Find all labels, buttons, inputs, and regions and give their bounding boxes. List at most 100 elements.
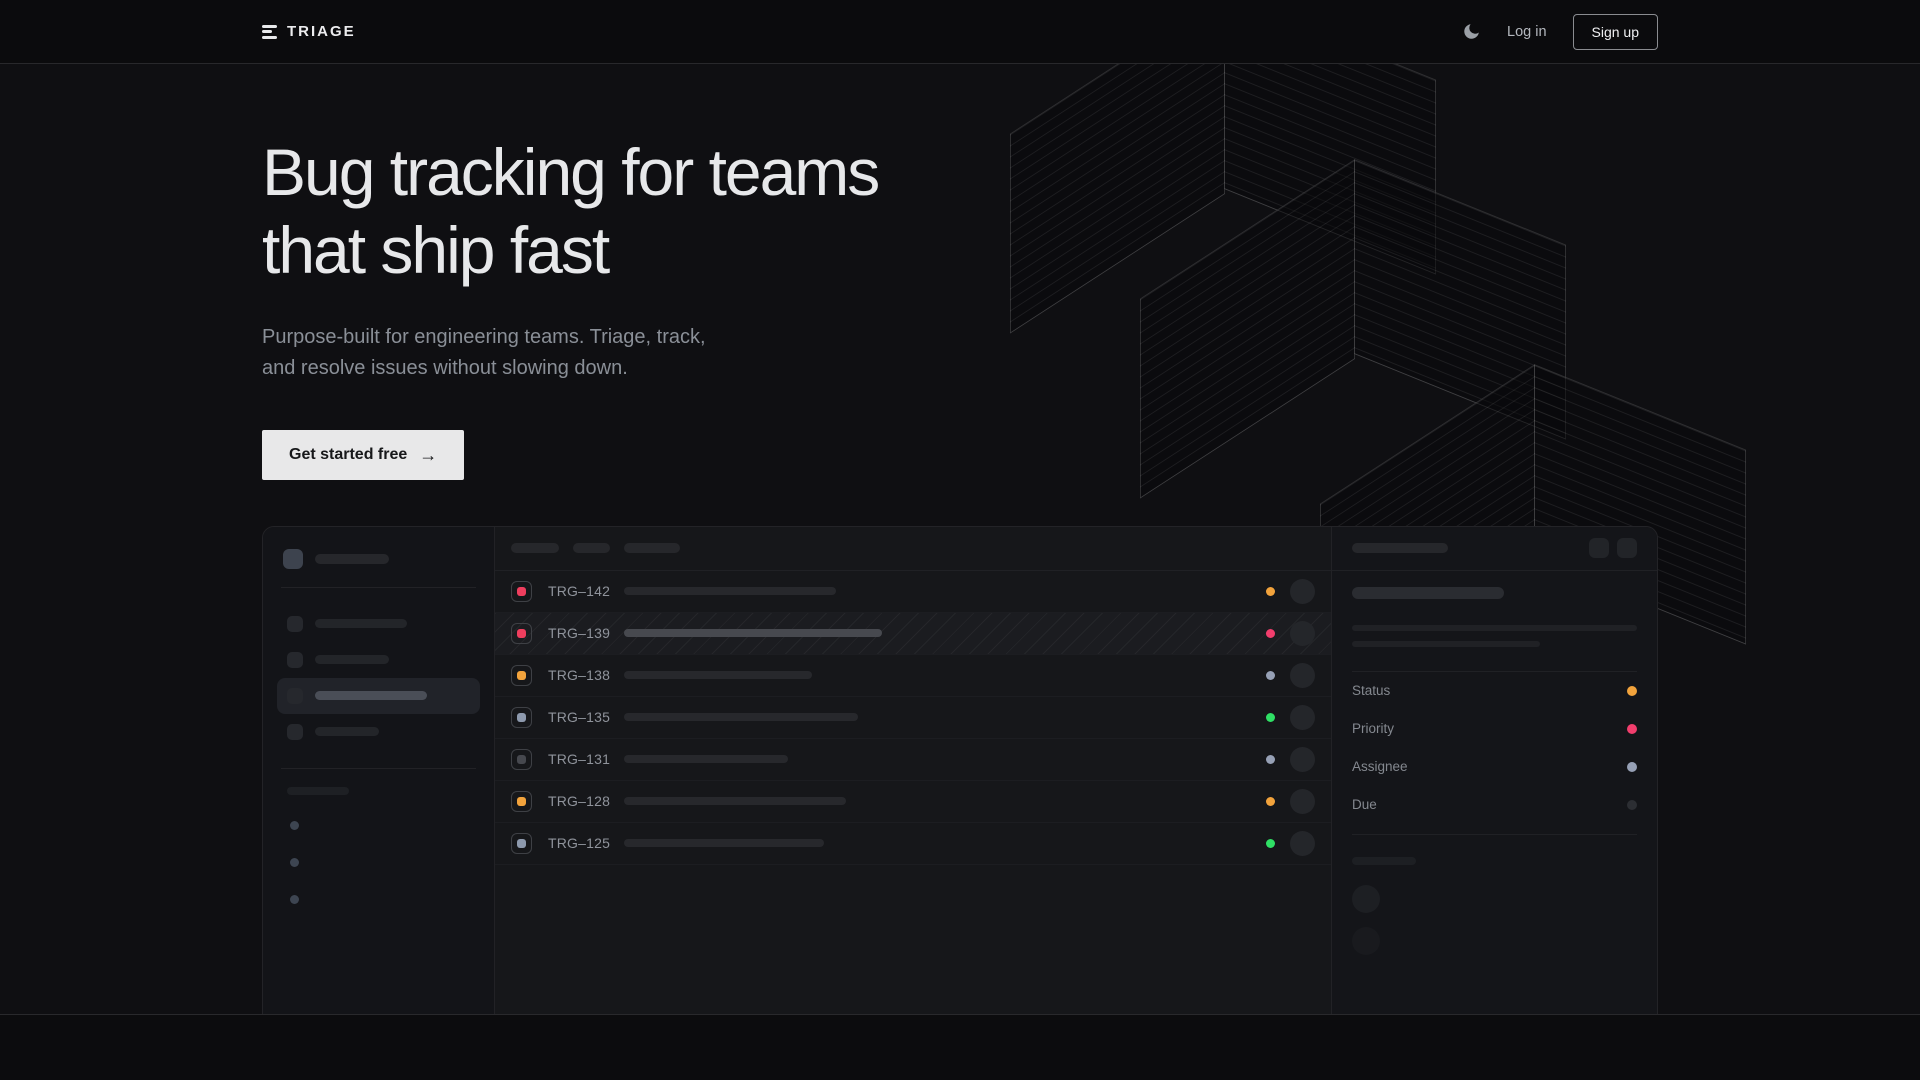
issue-id: TRG–131 bbox=[548, 751, 611, 768]
filter-pill-skeleton bbox=[573, 543, 610, 554]
issue-row-meta bbox=[1266, 620, 1315, 646]
workspace-switcher-skeleton bbox=[277, 548, 480, 569]
issue-type-icon bbox=[511, 664, 532, 686]
issue-type-icon bbox=[511, 622, 532, 644]
assignee-avatar bbox=[1290, 746, 1315, 772]
nav-label-skeleton bbox=[315, 691, 427, 701]
arrow-right-icon: → bbox=[419, 444, 438, 465]
section-label-skeleton bbox=[287, 786, 349, 795]
nav-icon-placeholder bbox=[287, 687, 303, 704]
issue-title-skeleton bbox=[624, 587, 836, 596]
detail-field-row: Priority bbox=[1352, 710, 1637, 748]
nav-icon-placeholder bbox=[287, 723, 303, 740]
issue-title-skeleton bbox=[624, 755, 788, 764]
detail-panel-header bbox=[1332, 527, 1657, 571]
issue-type-icon bbox=[511, 748, 532, 770]
page-footer bbox=[0, 1014, 1920, 1080]
issue-type-icon bbox=[511, 706, 532, 728]
divider bbox=[1352, 670, 1637, 672]
assignee-avatar bbox=[1290, 788, 1315, 814]
divider bbox=[281, 767, 476, 769]
nav-label-skeleton bbox=[315, 619, 407, 629]
activity-label-skeleton bbox=[1352, 856, 1416, 865]
field-value-dot bbox=[1627, 761, 1637, 772]
field-value-dot bbox=[1627, 799, 1637, 810]
sidebar-dot bbox=[290, 820, 299, 830]
sidebar-nav-item bbox=[277, 642, 480, 678]
divider bbox=[1352, 833, 1637, 835]
issue-row: TRG–125 bbox=[495, 823, 1331, 865]
brand-logo[interactable]: TRIAGE bbox=[262, 23, 356, 40]
issue-title-skeleton bbox=[624, 797, 846, 806]
get-started-button[interactable]: Get started free → bbox=[262, 429, 465, 480]
nav-actions: Log in Sign up bbox=[1462, 13, 1658, 50]
activity-avatar-skeleton bbox=[1352, 926, 1380, 955]
field-label: Assignee bbox=[1352, 759, 1408, 775]
detail-fields: Status Priority Assignee Due bbox=[1352, 672, 1637, 824]
detail-panel-body: Status Priority Assignee Due bbox=[1332, 571, 1657, 955]
detail-field-row: Assignee bbox=[1352, 748, 1637, 786]
issue-title-skeleton bbox=[624, 629, 882, 638]
status-dot bbox=[1266, 712, 1275, 722]
issue-title-skeleton bbox=[624, 713, 858, 722]
issue-row-meta bbox=[1266, 788, 1315, 814]
hero-title: Bug tracking for teams that ship fast bbox=[262, 64, 1658, 290]
login-link[interactable]: Log in bbox=[1507, 23, 1547, 40]
description-line-skeleton bbox=[1352, 624, 1637, 631]
issue-list: TRG–142 TRG–139 TRG–138 TRG–135 bbox=[495, 526, 1331, 1014]
issue-id: TRG–125 bbox=[548, 835, 611, 852]
issue-row: TRG–128 bbox=[495, 781, 1331, 823]
issue-rows: TRG–142 TRG–139 TRG–138 TRG–135 bbox=[495, 571, 1331, 865]
filter-pill-skeleton bbox=[511, 543, 559, 554]
hero-title-line2: that ship fast bbox=[262, 212, 610, 287]
panel-action-icon bbox=[1589, 538, 1609, 559]
get-started-label: Get started free bbox=[289, 445, 408, 463]
signup-button[interactable]: Sign up bbox=[1572, 13, 1658, 50]
issue-row: TRG–135 bbox=[495, 697, 1331, 739]
field-label: Status bbox=[1352, 683, 1391, 699]
description-line-skeleton bbox=[1352, 640, 1541, 647]
assignee-avatar bbox=[1290, 662, 1315, 688]
issue-title-skeleton bbox=[624, 671, 812, 680]
triage-logo-icon bbox=[262, 24, 277, 39]
issue-id: TRG–135 bbox=[548, 709, 611, 726]
issue-row: TRG–138 bbox=[495, 655, 1331, 697]
issue-id: TRG–128 bbox=[548, 793, 611, 810]
panel-action-icon bbox=[1617, 538, 1637, 559]
nav-label-skeleton bbox=[315, 655, 389, 665]
detail-field-row: Status bbox=[1352, 672, 1637, 710]
issue-type-icon bbox=[511, 832, 532, 854]
assignee-avatar bbox=[1290, 578, 1315, 604]
issue-row: TRG–131 bbox=[495, 739, 1331, 781]
divider bbox=[281, 586, 476, 588]
issue-id: TRG–142 bbox=[548, 583, 611, 600]
issue-row: TRG–139 bbox=[495, 612, 1331, 655]
navbar: TRIAGE Log in Sign up bbox=[0, 0, 1920, 64]
sidebar-nav-item bbox=[277, 606, 480, 642]
sidebar-dot bbox=[290, 894, 299, 904]
workspace-name-skeleton bbox=[315, 553, 389, 564]
issue-id: TRG–138 bbox=[548, 667, 611, 684]
hero-section: Bug tracking for teams that ship fast Pu… bbox=[0, 64, 1920, 1014]
mockup-sidebar bbox=[263, 526, 495, 1014]
issue-type-icon bbox=[511, 790, 532, 812]
nav-icon-placeholder bbox=[287, 615, 303, 632]
issue-row-meta bbox=[1266, 746, 1315, 772]
issue-row-meta bbox=[1266, 830, 1315, 856]
activity-avatar-skeleton bbox=[1352, 884, 1380, 913]
field-value-dot bbox=[1627, 723, 1637, 734]
issue-row: TRG–142 bbox=[495, 571, 1331, 613]
panel-title-skeleton bbox=[1352, 543, 1448, 554]
filter-pill-skeleton bbox=[624, 543, 680, 554]
panel-action-buttons bbox=[1589, 538, 1637, 559]
app-preview-mockup: TRG–142 TRG–139 TRG–138 TRG–135 bbox=[262, 525, 1658, 1014]
issue-detail-panel: Status Priority Assignee Due bbox=[1331, 526, 1657, 1014]
status-dot bbox=[1266, 754, 1275, 764]
hero-title-line1: Bug tracking for teams bbox=[262, 135, 880, 209]
field-label: Priority bbox=[1352, 721, 1395, 737]
theme-toggle-button[interactable] bbox=[1462, 22, 1481, 41]
nav-label-skeleton bbox=[315, 727, 379, 737]
issue-row-meta bbox=[1266, 704, 1315, 730]
issue-list-header bbox=[495, 527, 1331, 571]
sidebar-nav-item bbox=[277, 714, 480, 750]
